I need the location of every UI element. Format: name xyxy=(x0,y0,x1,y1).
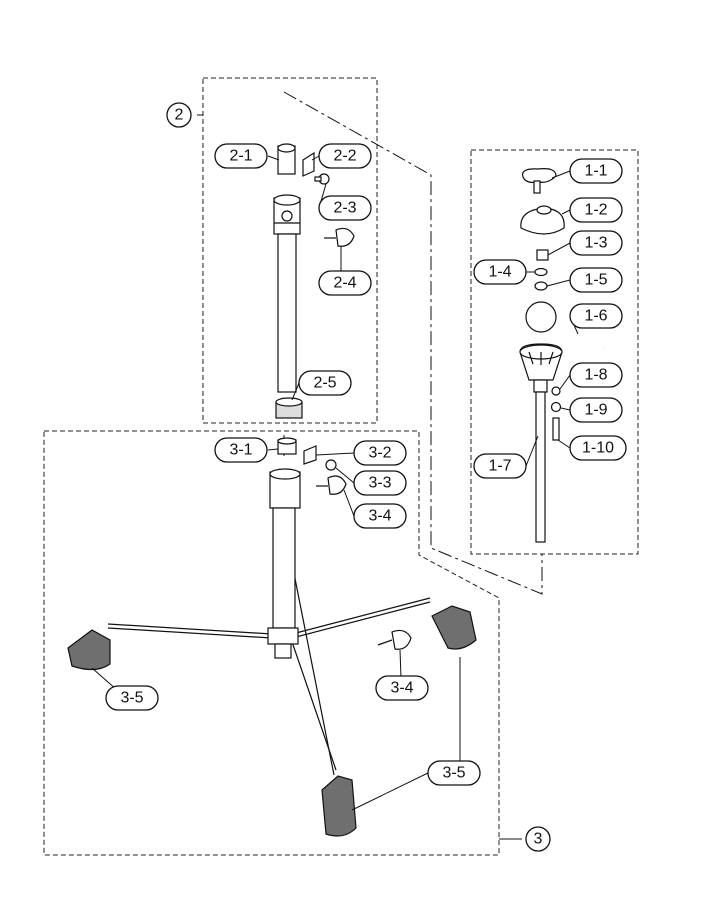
callout-2-5-text: 2-5 xyxy=(313,375,336,392)
part-1-9-shape xyxy=(550,401,562,413)
part-3-5-feet xyxy=(67,605,477,837)
tripod-legs xyxy=(96,498,442,779)
callout-3-1: 3-1 xyxy=(214,437,268,463)
callout-1-1: 1-1 xyxy=(569,158,623,184)
group-2-box xyxy=(202,77,378,424)
callout-3-4-lower: 3-4 xyxy=(375,675,429,701)
callout-1-10: 1-10 xyxy=(569,435,627,461)
tripod-center-post xyxy=(267,468,301,659)
callout-1-4-text: 1-4 xyxy=(488,264,511,281)
callout-2-1-text: 2-1 xyxy=(229,148,252,165)
callout-2-3: 2-3 xyxy=(318,195,372,221)
callout-1-7: 1-7 xyxy=(473,453,527,479)
callout-3-5-left-text: 3-5 xyxy=(120,690,143,707)
callout-1-9: 1-9 xyxy=(569,397,623,423)
part-3-3-shape xyxy=(325,459,337,471)
callout-1-1-text: 1-1 xyxy=(584,163,607,180)
assembly-line-top xyxy=(283,91,543,595)
part-1-4-shape xyxy=(534,267,548,277)
part-2-3-shape xyxy=(314,173,330,185)
part-1-5-shape xyxy=(534,281,548,291)
callout-3-5-right-text: 3-5 xyxy=(442,765,465,782)
callout-3-5-right: 3-5 xyxy=(427,760,481,786)
part-1-10-shape xyxy=(552,417,560,441)
callout-1-6-text: 1-6 xyxy=(584,308,607,325)
callout-1-3-text: 1-3 xyxy=(584,235,607,252)
part-2-1-shape xyxy=(277,143,296,175)
part-2-tube-shape xyxy=(273,194,301,393)
group-3-callout: 3 xyxy=(525,826,551,852)
callout-1-4: 1-4 xyxy=(473,259,527,285)
callout-1-5-text: 1-5 xyxy=(584,272,607,289)
callout-1-2-text: 1-2 xyxy=(584,202,607,219)
part-1-6-shape xyxy=(525,301,605,350)
part-2-2-shape xyxy=(302,151,315,177)
callout-1-10-text: 1-10 xyxy=(582,440,614,457)
callout-1-9-text: 1-9 xyxy=(584,402,607,419)
callout-2-2: 2-2 xyxy=(318,143,372,169)
callout-3-2: 3-2 xyxy=(353,440,407,466)
callout-1-8-text: 1-8 xyxy=(584,367,607,384)
callout-1-8: 1-8 xyxy=(569,362,623,388)
part-1-7-shape xyxy=(519,343,563,543)
part-3-4b-shape xyxy=(377,629,412,650)
callout-2-3-text: 2-3 xyxy=(333,200,356,217)
callout-1-6: 1-6 xyxy=(569,303,623,329)
part-1-3-shape xyxy=(536,249,549,261)
callout-3-4-lower-text: 3-4 xyxy=(390,680,413,697)
callout-3-5-left: 3-5 xyxy=(105,685,159,711)
callout-2-5: 2-5 xyxy=(298,370,352,396)
part-3-1-shape xyxy=(277,437,297,455)
group-2-callout: 2 xyxy=(166,102,192,128)
group-2-number: 2 xyxy=(175,107,184,124)
leader-lines xyxy=(91,114,579,840)
callout-3-1-text: 3-1 xyxy=(229,442,252,459)
callout-2-1: 2-1 xyxy=(214,143,268,169)
callout-1-3: 1-3 xyxy=(569,230,623,256)
group-3-number: 3 xyxy=(534,831,543,848)
callout-2-2-text: 2-2 xyxy=(333,148,356,165)
callout-1-7-text: 1-7 xyxy=(488,458,511,475)
callout-3-3-text: 3-3 xyxy=(368,475,391,492)
callout-2-4: 2-4 xyxy=(318,270,372,296)
part-1-1-shape xyxy=(521,168,557,194)
callout-3-3: 3-3 xyxy=(353,470,407,496)
part-3-2-shape xyxy=(303,445,317,465)
callout-3-4-upper-text: 3-4 xyxy=(368,508,391,525)
part-2-4-shape xyxy=(324,227,355,247)
part-1-2-shape xyxy=(520,205,565,235)
callout-2-4-text: 2-4 xyxy=(333,275,356,292)
callout-3-4-upper: 3-4 xyxy=(353,503,407,529)
callout-1-2: 1-2 xyxy=(569,197,623,223)
part-3-4a-shape xyxy=(316,475,347,495)
group-1-box xyxy=(470,149,639,555)
callout-1-5: 1-5 xyxy=(569,267,623,293)
part-1-8-shape xyxy=(551,386,561,396)
part-2-5-shape xyxy=(275,397,303,419)
callout-3-2-text: 3-2 xyxy=(368,445,391,462)
